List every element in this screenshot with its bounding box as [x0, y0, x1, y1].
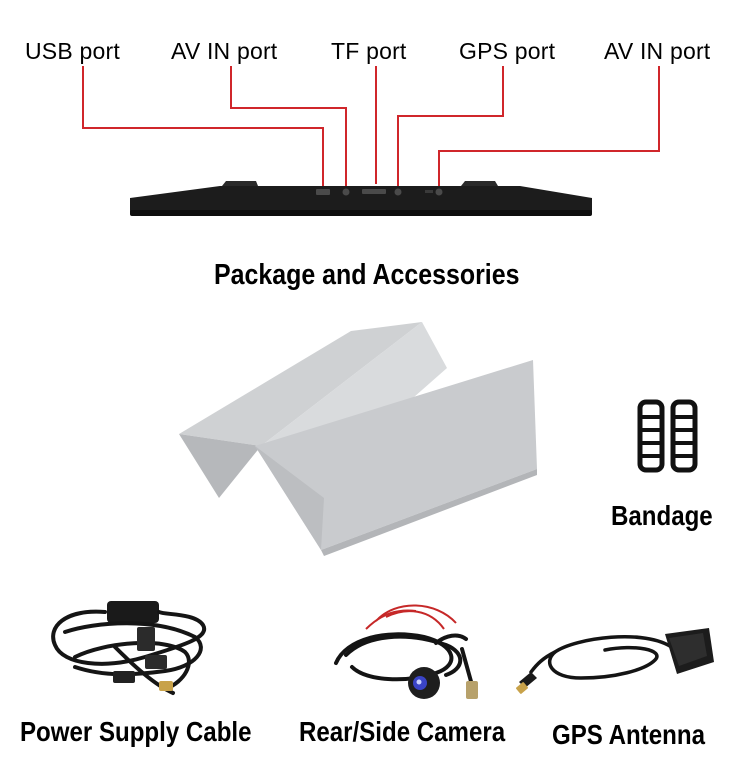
package-title: Package and Accessories: [214, 259, 520, 291]
rear-side-camera-label: Rear/Side Camera: [299, 716, 506, 747]
av-in-port-label-right: AV IN port: [604, 38, 711, 64]
power-cable-icon: [51, 601, 207, 695]
tf-port-label: TF port: [331, 38, 407, 64]
device-port-diagram: [82, 66, 660, 216]
gps-antenna-label: GPS Antenna: [552, 719, 705, 750]
package-boxes-image: [179, 322, 537, 556]
gps-port-label: GPS port: [459, 38, 556, 64]
power-supply-cable-label: Power Supply Cable: [20, 716, 252, 747]
gps-callout-line: [397, 66, 504, 186]
bandage-icon: [637, 399, 698, 473]
bandage-label: Bandage: [611, 500, 713, 531]
av-in-port-label-left: AV IN port: [171, 38, 278, 64]
usb-port-label: USB port: [25, 38, 120, 64]
av-in-left-callout-line: [230, 66, 347, 186]
camera-icon: [334, 604, 478, 699]
device-body: [130, 181, 592, 216]
callout-lines: [82, 66, 660, 186]
usb-callout-line: [82, 66, 324, 186]
av-in-right-callout-line: [438, 66, 660, 186]
gps-antenna-icon: [516, 628, 714, 694]
